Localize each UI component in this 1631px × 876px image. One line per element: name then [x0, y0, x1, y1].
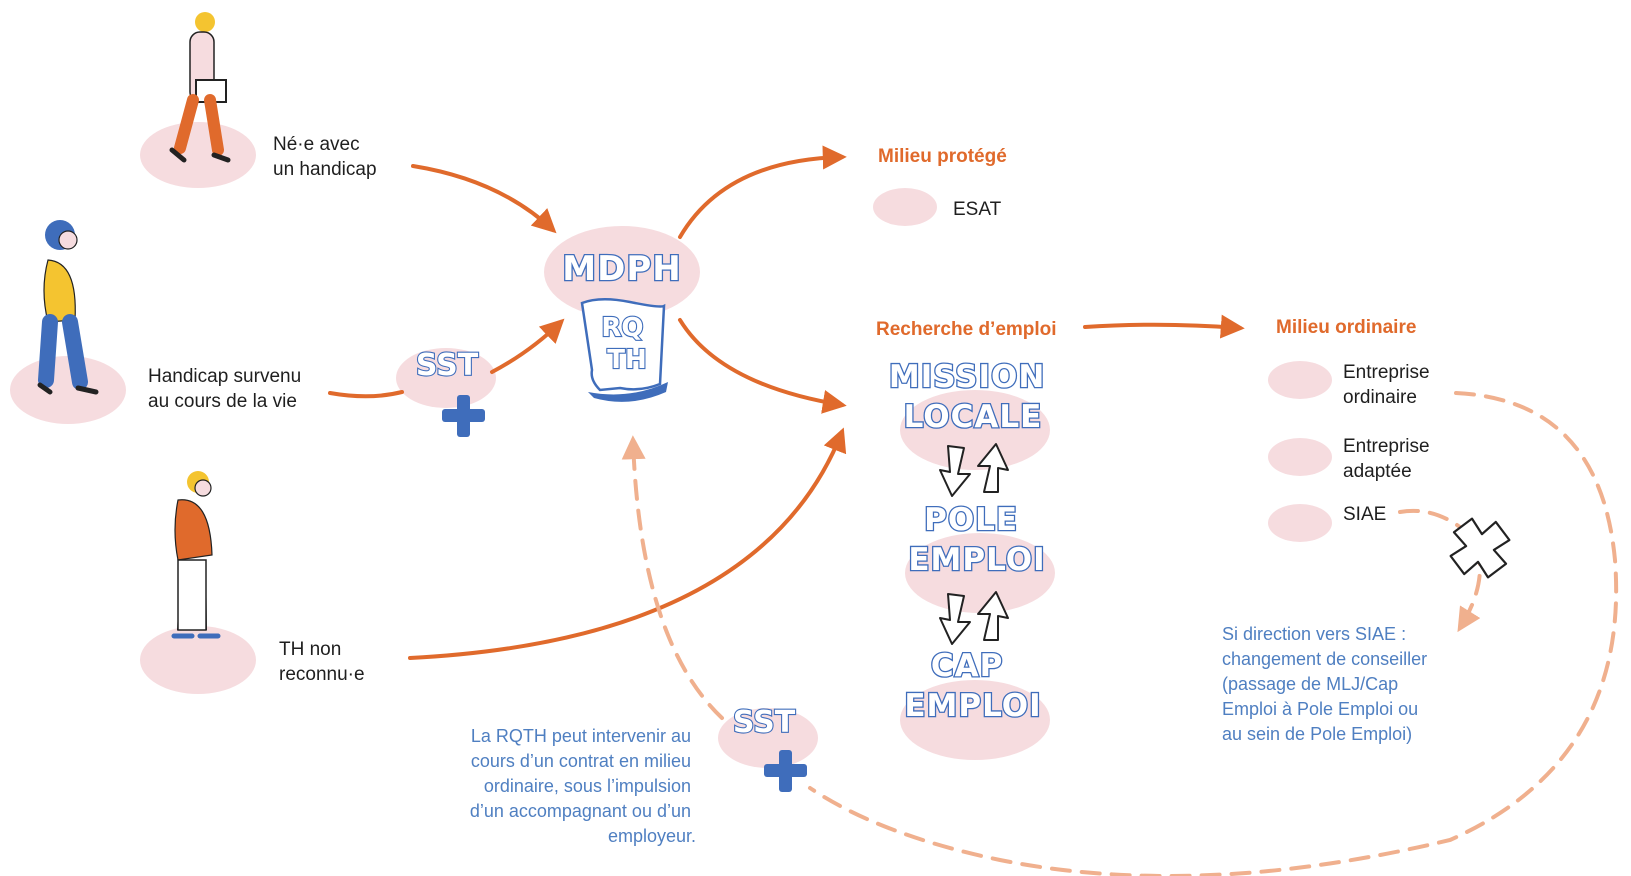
blob-cap-emploi: [900, 680, 1050, 760]
ordinary-item-3: SIAE: [1343, 504, 1386, 525]
ordinary-item-2-line-2: adaptée: [1343, 461, 1412, 482]
agency-cap-emploi-line-1: CAP: [931, 648, 1003, 684]
blob-pole-emploi: [905, 533, 1055, 613]
siae-note-line-4: Emploi à Pole Emploi ou: [1222, 699, 1418, 719]
arrow-mdph-to-search: [678, 318, 847, 414]
flow-arrows: [328, 145, 1245, 660]
person-1-label-line-1: Né·e avec: [273, 134, 360, 155]
agency-pole-emploi-line-2: EMPLOI: [908, 542, 1045, 578]
background-blobs: [10, 122, 1332, 768]
arrow-sst-to-mdph: [490, 318, 565, 374]
siae-note-line-1: Si direction vers SIAE :: [1222, 624, 1406, 644]
dashed-arrows: [621, 391, 1619, 876]
ordinary-item-1-line-2: ordinaire: [1343, 387, 1417, 408]
person-orange-jacket-icon: [171, 471, 221, 639]
blob-sst-bottom: [718, 708, 818, 768]
rqth-line-1: RQ: [601, 313, 643, 343]
arrow-unrecognized-to-search: [408, 427, 847, 660]
plus-bottom-icon: [764, 750, 807, 792]
cross-mark-icon: [1449, 517, 1511, 579]
rqth-label: RQ TH: [601, 313, 652, 375]
agency-pole-emploi: POLE EMPLOI: [908, 502, 1045, 578]
arrow-mdph-to-protected: [678, 145, 847, 239]
rqth-scroll-icon: RQ TH: [580, 298, 668, 402]
sst-bottom-label: SST: [733, 705, 796, 740]
agency-mission-locale-line-2: LOCALE: [904, 399, 1043, 435]
blob-mdph: [544, 226, 700, 318]
ordinary-item-1-line-1: Entreprise: [1343, 362, 1430, 383]
plus-top-icon: [442, 395, 485, 437]
blob-entreprise-adaptee: [1268, 438, 1332, 476]
dashed-sst-to-mdph: [621, 435, 724, 720]
person-3-label-line-2: reconnu·e: [279, 664, 365, 685]
person-2-label: Handicap survenu au cours de la vie: [148, 366, 306, 412]
blob-sst-top: [396, 348, 496, 408]
exchange-arrows-2-icon: [939, 591, 1009, 645]
siae-note-line-5: au sein de Pole Emploi): [1222, 724, 1412, 744]
person-with-folder-icon: [169, 12, 231, 163]
person-3-label: TH non reconnu·e: [279, 639, 365, 685]
mdph-label: MDPH: [562, 249, 681, 289]
esat-label: ESAT: [953, 199, 1002, 220]
rqth-note-line-5: employeur.: [608, 826, 696, 846]
siae-note: Si direction vers SIAE : changement de c…: [1222, 624, 1432, 744]
arrow-search-to-ordinary: [1083, 314, 1245, 339]
arrow-born-to-mdph: [411, 164, 557, 234]
search-heading: Recherche d’emploi: [876, 319, 1057, 340]
siae-note-line-3: (passage de MLJ/Cap: [1222, 674, 1398, 694]
siae-note-line-2: changement de conseiller: [1222, 649, 1427, 669]
blob-person-2: [10, 356, 126, 424]
person-1-label-line-2: un handicap: [273, 159, 377, 180]
person-2-label-line-1: Handicap survenu: [148, 366, 301, 387]
blob-person-1: [140, 122, 256, 188]
blob-siae: [1268, 504, 1332, 542]
agency-cap-emploi: CAP EMPLOI: [904, 648, 1041, 724]
rqth-line-2: TH: [607, 345, 647, 375]
rqth-note-line-2: cours d’un contrat en milieu: [471, 751, 691, 771]
blob-person-3: [140, 626, 256, 694]
rqth-note-line-4: d’un accompagnant ou d’un: [470, 801, 691, 821]
agency-mission-locale-line-1: MISSION: [889, 359, 1045, 395]
arrow-acquired-to-sst: [328, 390, 404, 399]
ordinary-item-3-line-1: SIAE: [1343, 504, 1386, 525]
agency-cap-emploi-line-2: EMPLOI: [904, 688, 1041, 724]
blob-entreprise-ordinaire: [1268, 361, 1332, 399]
ordinary-item-1: Entreprise ordinaire: [1343, 362, 1435, 408]
person-1-label: Né·e avec un handicap: [273, 134, 377, 180]
dashed-loop-ordinary-to-sst: [808, 391, 1619, 876]
ordinary-item-2: Entreprise adaptée: [1343, 436, 1435, 482]
rqth-note: La RQTH peut intervenir au cours d’un co…: [470, 726, 696, 846]
sst-top-label: SST: [416, 348, 479, 383]
agency-pole-emploi-line-1: POLE: [924, 502, 1018, 538]
exchange-arrows-1-icon: [939, 443, 1009, 497]
agency-mission-locale: MISSION LOCALE: [889, 359, 1057, 435]
rqth-note-line-3: ordinaire, sous l’impulsion: [484, 776, 691, 796]
ordinary-heading: Milieu ordinaire: [1276, 317, 1416, 338]
blob-esat: [873, 188, 937, 226]
protected-heading: Milieu protégé: [878, 146, 1007, 167]
ordinary-item-2-line-1: Entreprise: [1343, 436, 1430, 457]
person-3-label-line-1: TH non: [279, 639, 341, 660]
rqth-note-line-1: La RQTH peut intervenir au: [471, 726, 691, 746]
blob-mission-locale: [900, 390, 1050, 470]
person-blue-hair-icon: [37, 220, 99, 395]
person-2-label-line-2: au cours de la vie: [148, 391, 297, 412]
